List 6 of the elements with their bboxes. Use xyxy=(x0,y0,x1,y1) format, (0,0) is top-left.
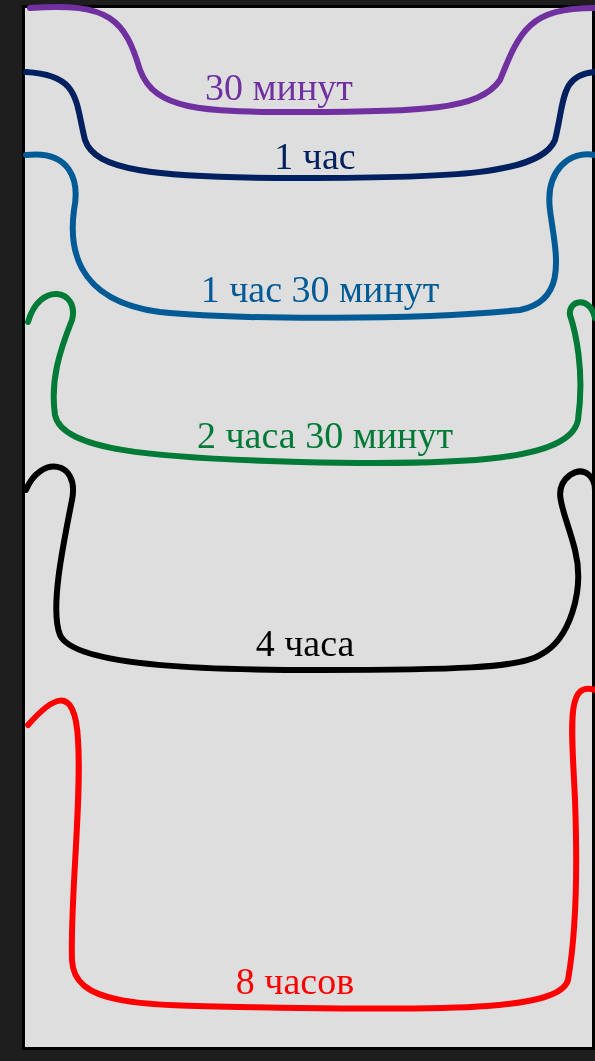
time-label: 2 часа 30 минут xyxy=(196,414,454,456)
time-label: 1 час 30 минут xyxy=(199,268,441,310)
time-label: 1 час xyxy=(273,135,357,177)
time-label: 8 часов xyxy=(235,960,355,1002)
time-label: 4 часа xyxy=(255,622,355,664)
time-label: 30 минут xyxy=(205,66,353,108)
